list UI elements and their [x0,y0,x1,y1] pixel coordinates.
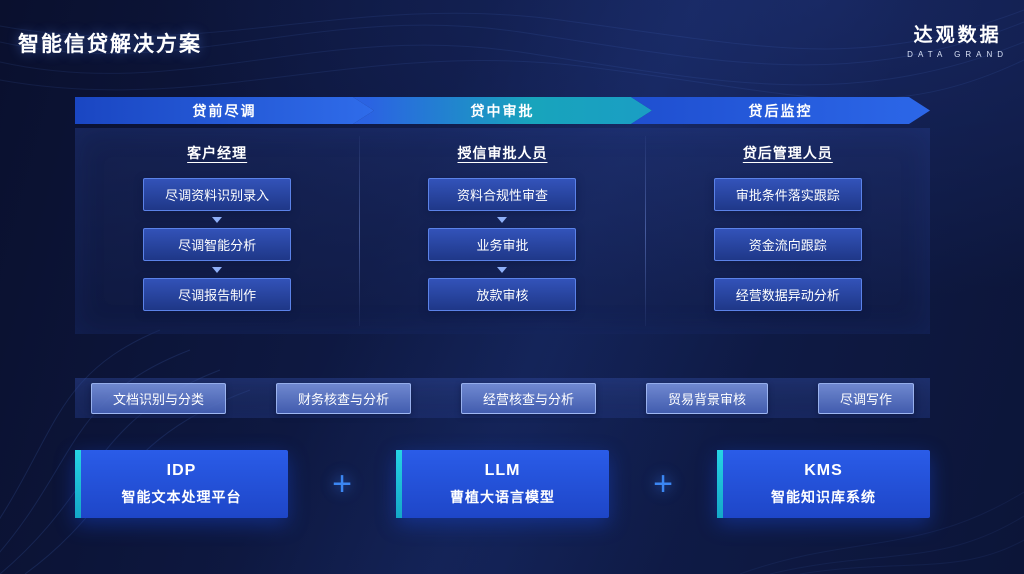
brand-name: 达观数据 [913,25,1002,46]
down-arrow-icon [497,267,508,273]
role-label: 客户经理 [187,145,248,161]
step-box: 审批条件落实跟踪 [713,178,862,211]
plus-icon: + [653,464,673,503]
phase-arrow-label: 贷前尽调 [192,102,257,119]
step-box: 放款审核 [428,278,577,311]
phase-arrow-in-loan: 贷中审批 [353,97,652,124]
capability-chip: 财务核查与分析 [275,382,411,414]
platform-idp: IDP 智能文本处理平台 [75,450,288,518]
capability-chip: 经营核查与分析 [460,382,596,414]
phase-arrow-label: 贷中审批 [470,102,535,119]
down-arrow-icon [497,217,508,223]
phase-column-in-loan: 授信审批人员 资料合规性审查 业务审批 放款审核 [360,128,644,334]
platforms-row: IDP 智能文本处理平台 + LLM 曹植大语言模型 + KMS 智能知识库系统 [75,450,930,518]
column-divider [644,136,646,326]
phase-arrow-pre-loan: 贷前尽调 [75,97,374,124]
phase-column-post-loan: 贷后管理人员 审批条件落实跟踪 资金流向跟踪 经营数据异动分析 [646,128,930,334]
phase-columns-panel: 客户经理 尽调资料识别录入 尽调智能分析 尽调报告制作 授信审批人员 资料合规性… [75,128,930,334]
header: 智能信贷解决方案 达观数据 DATA GRAND [18,20,1008,59]
capabilities-panel: 文档识别与分类 财务核查与分析 经营核查与分析 贸易背景审核 尽调写作 [75,378,930,418]
column-divider [359,136,361,326]
platform-abbr: LLM [484,461,521,479]
platform-name: 智能文本处理平台 [121,488,242,505]
capability-chip: 文档识别与分类 [91,382,227,414]
platform-abbr: IDP [166,461,197,479]
phase-arrow-row: 贷前尽调 贷中审批 贷后监控 [75,97,930,124]
role-label: 贷后管理人员 [742,145,833,161]
platform-name: 曹植大语言模型 [450,488,555,505]
platform-llm: LLM 曹植大语言模型 [396,450,609,518]
down-arrow-icon [212,267,223,273]
platform-kms: KMS 智能知识库系统 [717,450,930,518]
down-arrow-icon [212,217,223,223]
step-box: 经营数据异动分析 [713,278,862,311]
platform-abbr: KMS [804,461,843,479]
page-title: 智能信贷解决方案 [18,33,202,56]
step-box: 尽调资料识别录入 [143,178,292,211]
step-box: 尽调智能分析 [143,228,292,261]
platform-name: 智能知识库系统 [771,488,876,505]
role-label: 授信审批人员 [457,145,548,161]
plus-icon: + [332,464,352,503]
step-box: 尽调报告制作 [143,278,292,311]
brand-subtitle: DATA GRAND [907,50,1008,59]
capability-chip: 尽调写作 [817,382,914,414]
step-box: 资金流向跟踪 [713,228,862,261]
phase-arrow-label: 贷后监控 [748,102,813,119]
capability-chip: 贸易背景审核 [645,382,768,414]
phase-column-pre-loan: 客户经理 尽调资料识别录入 尽调智能分析 尽调报告制作 [75,128,359,334]
step-box: 业务审批 [428,228,577,261]
phase-arrow-post-loan: 贷后监控 [631,97,930,124]
brand-logo: 达观数据 DATA GRAND [907,20,1008,59]
step-box: 资料合规性审查 [428,178,577,211]
